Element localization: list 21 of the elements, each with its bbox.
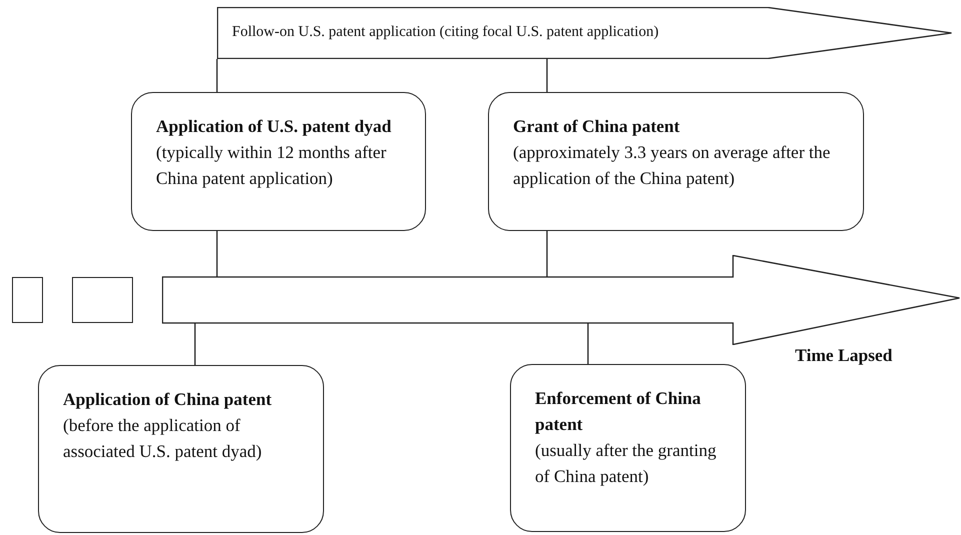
event-description: Application of China patent (before the application of associated U.S. patent dyad) [63, 388, 273, 463]
event-description: Application of U.S. patent dyad (typically within 12 months after China patent application) [156, 115, 392, 190]
axis-label: Time Lapsed [795, 344, 892, 367]
event-description: (usually after the granting of China patent) [535, 439, 718, 488]
timeline-segment [12, 277, 43, 323]
event-heading: Grant of China patent [513, 115, 681, 138]
timeline-arrow-shape [217, 7, 952, 59]
timeline-segment [72, 277, 133, 323]
event-box [488, 92, 864, 231]
event-box [38, 365, 324, 533]
connector-line [587, 323, 589, 364]
connector-line [216, 231, 218, 277]
connector-line [194, 323, 196, 365]
connector-line [546, 231, 548, 277]
event-box [131, 92, 426, 231]
event-heading: Enforcement of China patent [535, 387, 702, 436]
event-box [510, 364, 746, 532]
connector-line [546, 59, 548, 92]
event-description: (approximately 3.3 years on average after the application of the China patent) [513, 141, 832, 190]
timeline-label: Follow-on U.S. patent application (citing focal U.S. patent application) [232, 23, 659, 42]
connector-line [216, 59, 218, 92]
